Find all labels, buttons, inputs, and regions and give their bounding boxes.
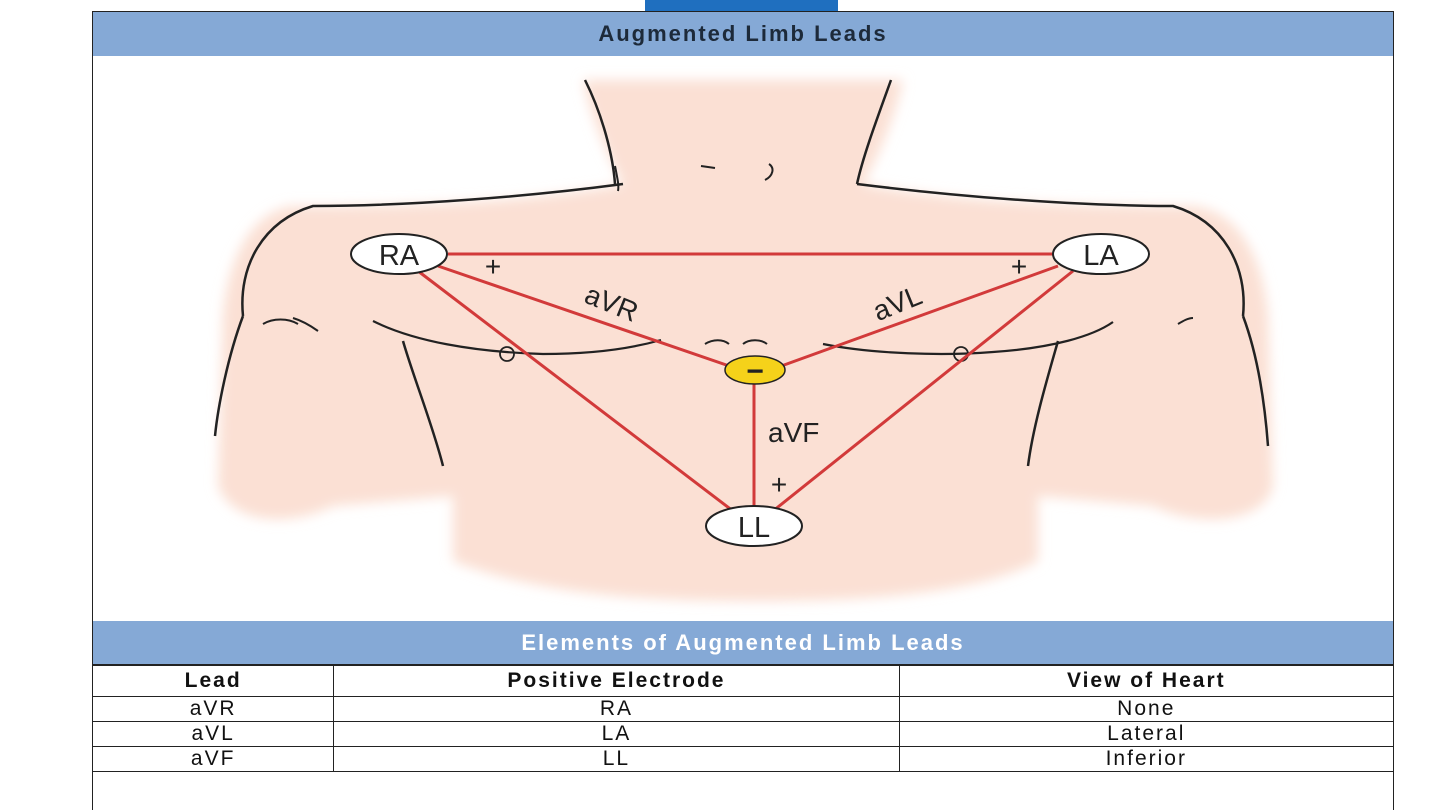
column-header-lead: Lead [91,665,335,697]
figure-frame: Augmented Limb Leads [91,11,1395,810]
lead-lines [417,252,1074,513]
torso-skin [218,80,1273,601]
table-header-row: Lead Positive Electrode View of Heart [91,665,1395,697]
avr-line [437,264,739,371]
cell-positive-electrode: LL [333,746,900,772]
right-shoulder-outline [856,182,1245,317]
cell-lead: aVR [91,696,335,722]
negative-sign: − [746,355,764,388]
right-armpit [1177,317,1194,325]
column-header-positive-electrode: Positive Electrode [333,665,900,697]
adams-apple [700,163,774,181]
cell-view-of-heart: Lateral [898,721,1395,747]
left-torso-side [401,340,445,467]
avr-plus-sign: + [485,251,501,282]
avf-plus-sign: + [771,469,787,500]
ll-electrode-label: LL [738,512,770,544]
left-shoulder-outline [241,182,624,317]
figure-title: Augmented Limb Leads [93,12,1393,56]
la-electrode-label: LA [1083,240,1119,272]
column-header-view-of-heart: View of Heart [898,665,1395,697]
augmented-leads-diagram: − RA LA LL + + + aVR aVL aVF [93,56,1393,621]
la-electrode [1052,233,1150,275]
left-armpit [262,317,319,332]
ra-electrode-label: RA [379,240,420,272]
table-empty-row [92,771,1394,806]
empty-cell [92,771,1394,806]
cell-positive-electrode: RA [333,696,900,722]
table-title: Elements of Augmented Limb Leads [93,621,1393,665]
cell-lead: aVF [91,746,335,772]
ra-ll-line [417,269,734,513]
torso-diagram-svg: − RA LA LL + + + aVR aVL aVF [213,79,1273,601]
leads-table: Lead Positive Electrode View of Heart aV… [91,665,1395,806]
left-arm-outline [213,315,245,437]
negative-terminal [724,355,786,385]
ra-electrode [350,233,448,275]
neck-left-base [614,165,620,192]
table-row: aVR RA None [91,696,1395,722]
cell-positive-electrode: LA [333,721,900,747]
table-row: aVF LL Inferior [91,746,1395,772]
cell-view-of-heart: Inferior [898,746,1395,772]
neck-outline-left [583,79,617,185]
neck-outline-right [855,79,893,185]
left-pectoral [372,320,662,356]
avl-plus-sign: + [1011,251,1027,282]
right-torso-side [1026,340,1060,467]
right-pectoral [822,321,1114,356]
avf-lead-label: aVF [768,417,819,448]
la-ll-line [772,269,1074,513]
ll-electrode [705,505,803,547]
cell-lead: aVL [91,721,335,747]
left-nipple [499,346,515,362]
top-tab [645,0,838,11]
table-row: aVL LA Lateral [91,721,1395,747]
right-arm-outline [1241,315,1270,447]
cell-view-of-heart: None [898,696,1395,722]
sternum-marks [704,339,768,345]
avl-line [772,264,1059,371]
